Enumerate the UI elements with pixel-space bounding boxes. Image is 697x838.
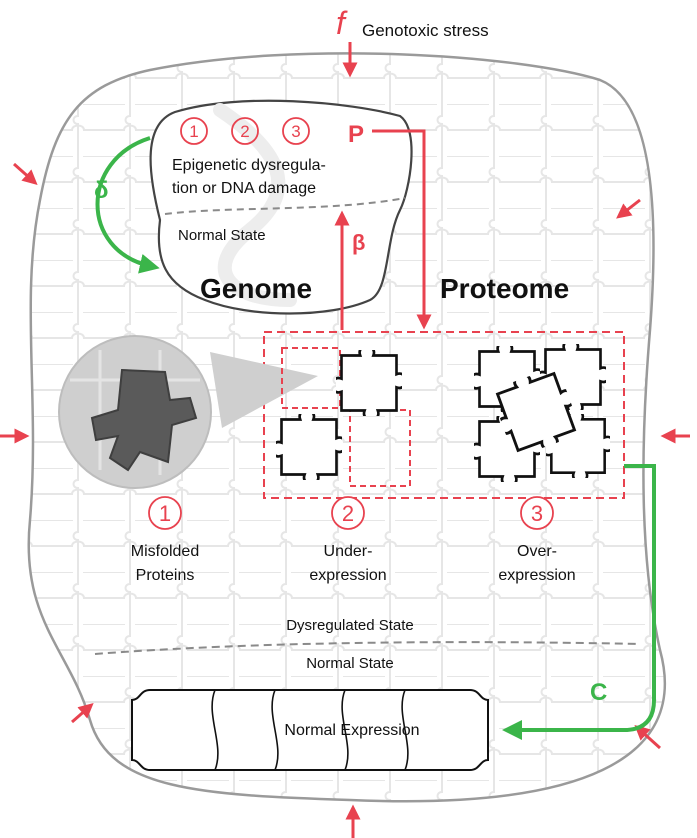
delta-arrow bbox=[95, 136, 160, 274]
category-misfolded-line2: Proteins bbox=[136, 567, 195, 584]
genome-badge-1-text: 1 bbox=[189, 122, 198, 141]
dna-helix-watermark bbox=[213, 103, 297, 307]
genome-badge-3 bbox=[282, 117, 310, 145]
stress-arrow bbox=[634, 724, 662, 750]
category-over-num: 3 bbox=[531, 501, 543, 526]
category-under-num: 2 bbox=[342, 501, 354, 526]
normal-expression-strip bbox=[131, 689, 489, 771]
misfolded-protein-piece bbox=[90, 368, 198, 472]
genome-normal-state: Normal State bbox=[178, 227, 266, 244]
beta-label: β bbox=[352, 230, 365, 255]
category-misfolded-num: 1 bbox=[159, 501, 171, 526]
expression-piece bbox=[336, 350, 402, 416]
proteome-dysregulated-box bbox=[263, 331, 625, 499]
c-label: C bbox=[590, 679, 607, 706]
under-expression-cluster bbox=[276, 347, 411, 487]
category-misfolded-line1: Misfolded bbox=[131, 543, 199, 560]
proteome-title: Proteome bbox=[440, 273, 569, 304]
genome-damage-line2: tion or DNA damage bbox=[172, 180, 316, 197]
category-under-line2: expression bbox=[309, 567, 386, 584]
category-under-expression: 2 Under- expression bbox=[309, 496, 387, 584]
category-under-line1: Under- bbox=[324, 543, 373, 560]
stress-label: Genotoxic stress bbox=[362, 21, 489, 40]
genome-divider bbox=[164, 197, 406, 215]
stress-symbol: f bbox=[336, 5, 348, 41]
p-label: P bbox=[348, 121, 364, 148]
missing-piece-outline bbox=[281, 347, 341, 409]
p-arrow bbox=[372, 129, 432, 330]
genome-damage-line1: Epigenetic dysregula- bbox=[172, 157, 326, 174]
normal-state-label: Normal State bbox=[306, 655, 394, 672]
category-over-expression: 3 Over- expression bbox=[498, 496, 576, 584]
category-misfolded: 1 Misfolded Proteins bbox=[131, 496, 199, 584]
genome-badge-3-text: 3 bbox=[291, 122, 300, 141]
stress-arrow bbox=[616, 198, 641, 219]
genome-badge-2-text: 2 bbox=[240, 122, 249, 141]
genome-badges: 1 2 3 bbox=[180, 117, 310, 145]
stress-arrow bbox=[13, 162, 38, 185]
c-arrow bbox=[502, 464, 656, 740]
delta-label: δ bbox=[94, 177, 109, 204]
genome-badge-2 bbox=[231, 117, 259, 145]
genome-title: Genome bbox=[200, 273, 312, 304]
genome-badge-1 bbox=[180, 117, 208, 145]
misfolded-magnifier bbox=[58, 335, 318, 489]
dysregulated-state-label: Dysregulated State bbox=[286, 617, 414, 634]
expression-piece bbox=[276, 414, 342, 480]
normal-expression-label: Normal Expression bbox=[284, 722, 419, 739]
genome-blob bbox=[149, 99, 413, 315]
category-over-line2: expression bbox=[498, 567, 575, 584]
category-over-line1: Over- bbox=[517, 543, 557, 560]
state-divider bbox=[94, 641, 641, 655]
stress-arrow bbox=[71, 703, 94, 724]
stress-arrows-periphery bbox=[0, 162, 690, 838]
